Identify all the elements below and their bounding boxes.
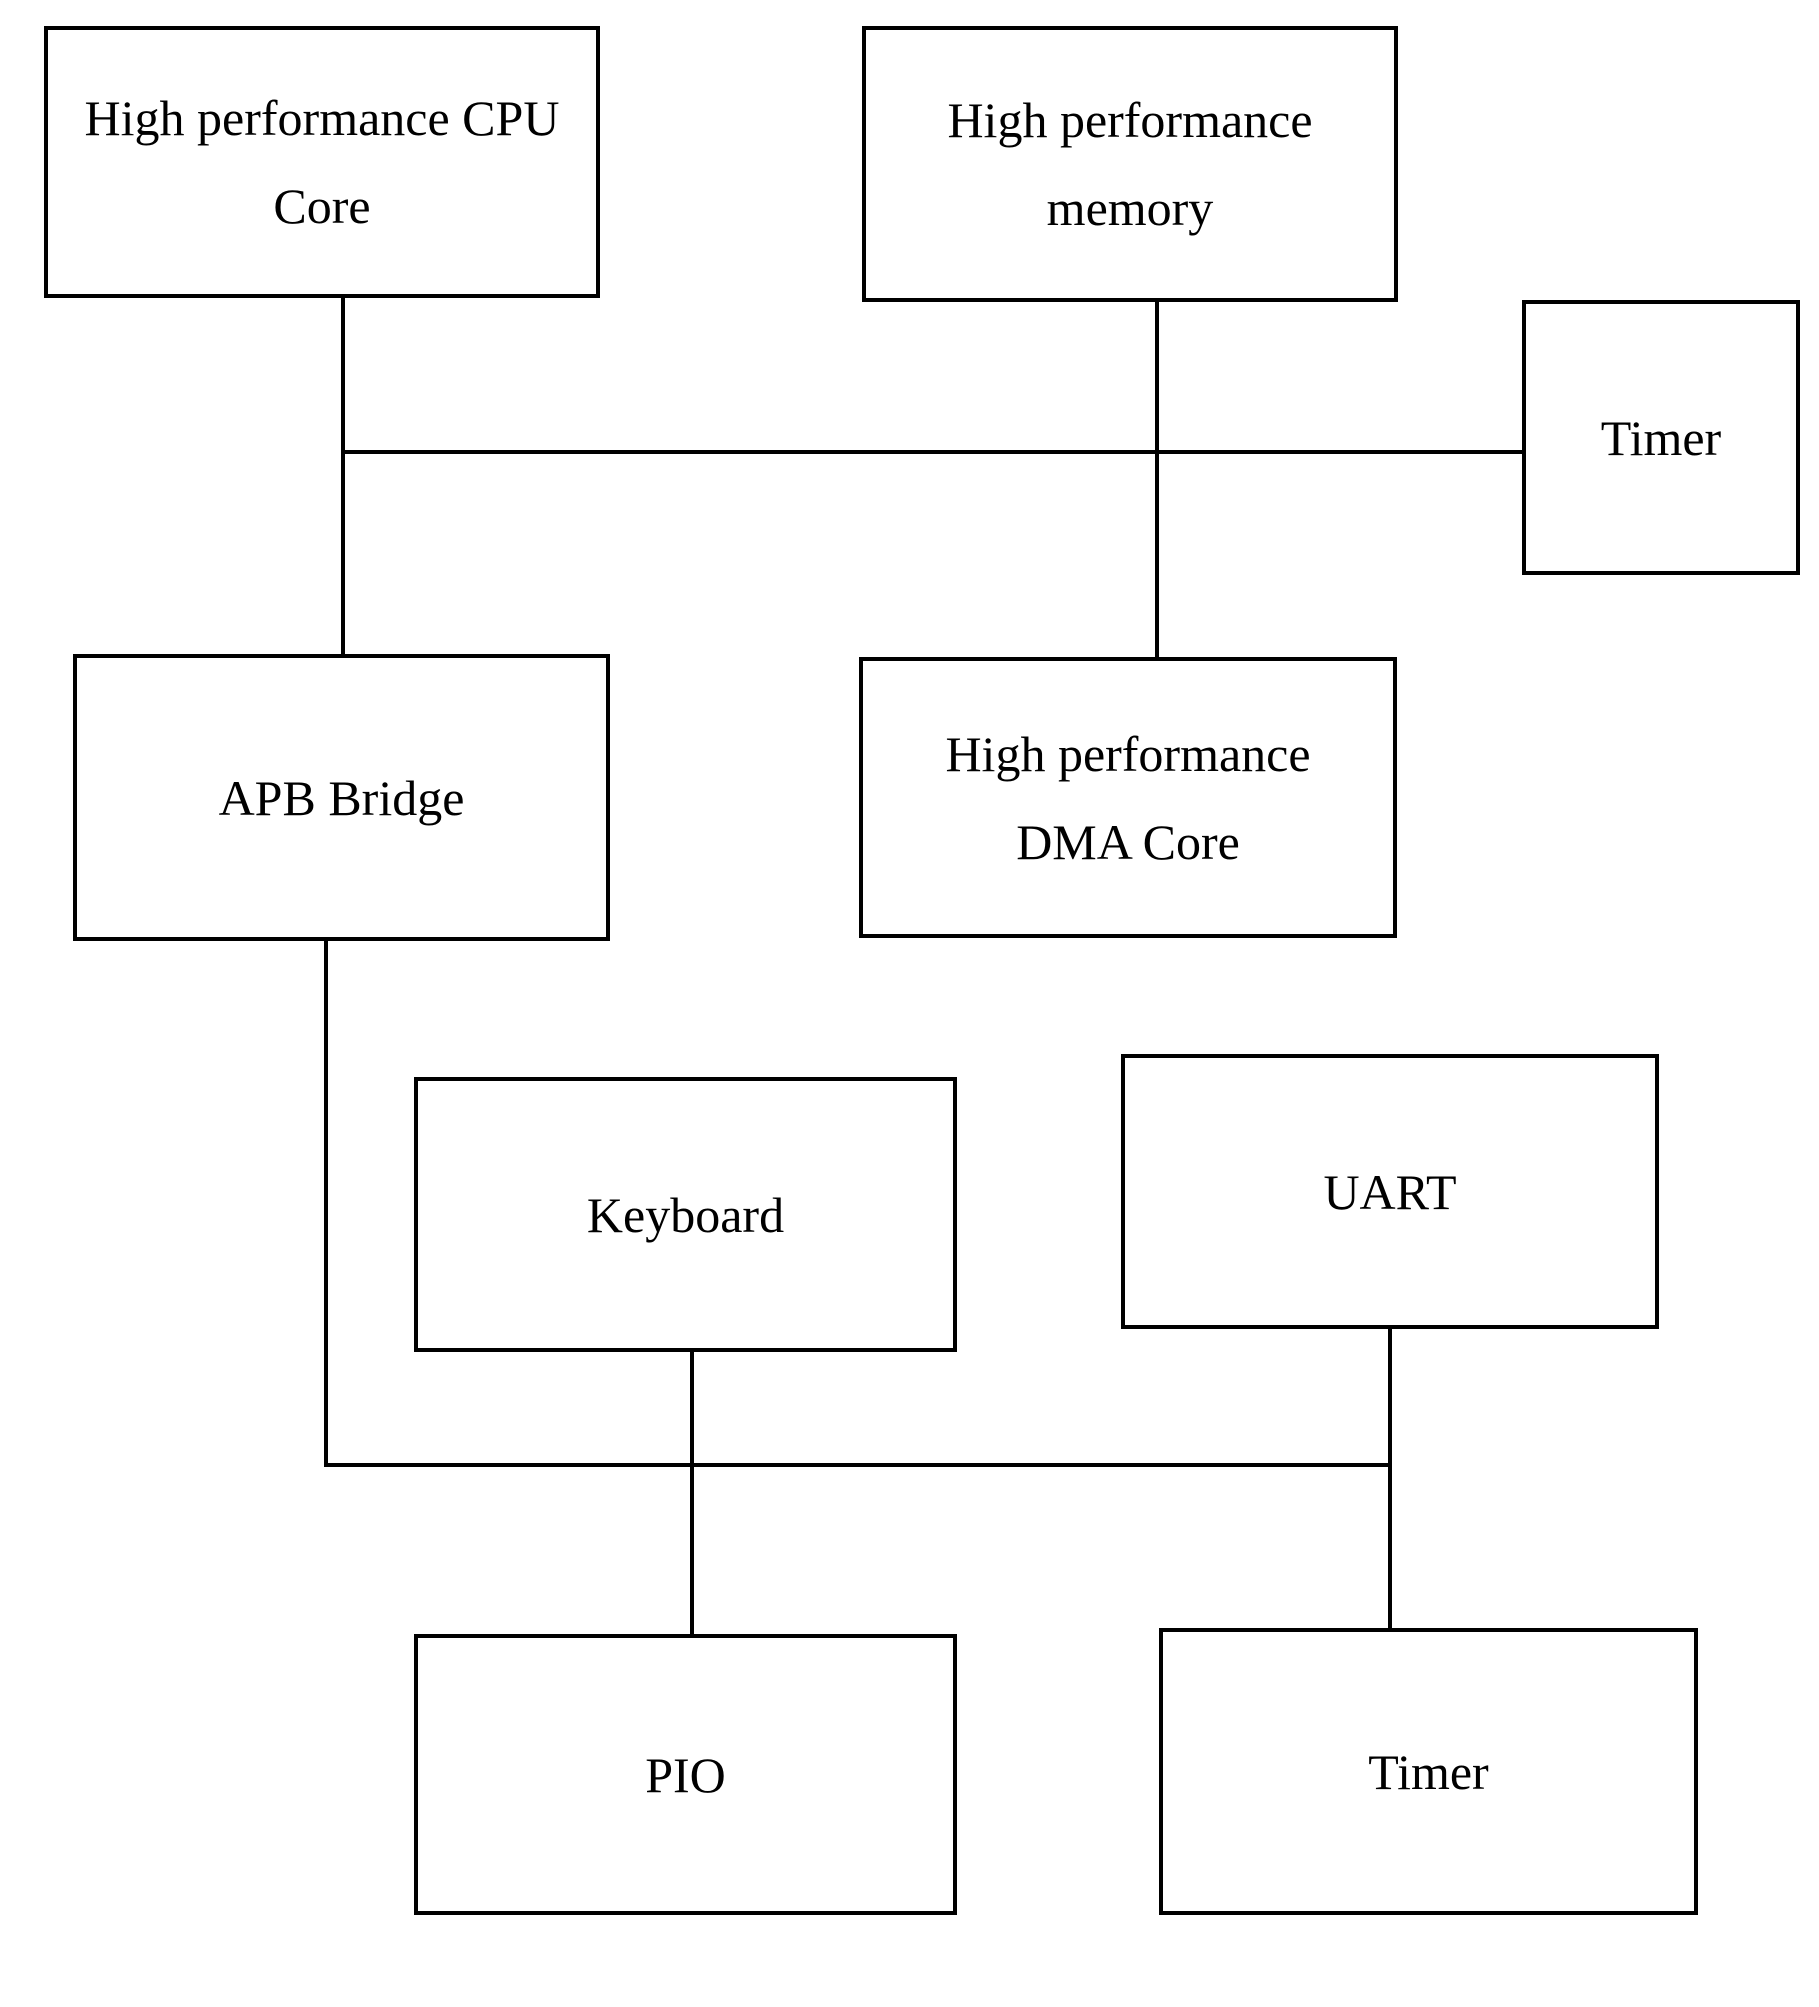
node-cpu-core-label-line2: Core: [273, 178, 371, 234]
edge-cpu-to-apb-bridge: [341, 294, 345, 658]
node-apb-bridge-label: APB Bridge: [218, 769, 465, 826]
node-timer-bottom-label: Timer: [1368, 1743, 1489, 1800]
edge-keyboard-to-pio: [690, 1348, 694, 1636]
edge-uart-to-timer: [1388, 1325, 1392, 1630]
node-apb-bridge: APB Bridge: [73, 654, 610, 941]
node-timer-top: Timer: [1522, 300, 1800, 575]
node-uart-label: UART: [1323, 1163, 1457, 1220]
node-cpu-core-label-line1: High performance CPU: [84, 90, 560, 146]
node-cpu-core: High performance CPU Core: [44, 26, 600, 298]
node-memory-label-line1: High performance: [947, 92, 1313, 148]
edge-memory-to-dma: [1155, 298, 1159, 659]
system-bus-line: [341, 450, 1524, 454]
peripheral-bus-line: [324, 1463, 1392, 1467]
node-dma-core-label-line2: DMA Core: [1016, 813, 1240, 870]
node-keyboard: Keyboard: [414, 1077, 957, 1352]
node-memory: High performance memory: [862, 26, 1398, 302]
node-dma-core: High performance DMA Core: [859, 657, 1397, 938]
edge-apb-bridge-to-peripheral-bus: [324, 937, 328, 1467]
node-timer-top-label: Timer: [1600, 409, 1722, 466]
node-pio: PIO: [414, 1634, 957, 1915]
node-uart: UART: [1121, 1054, 1659, 1329]
node-dma-core-label-line1: High performance: [945, 725, 1311, 782]
node-pio-label: PIO: [645, 1746, 726, 1803]
node-keyboard-label: Keyboard: [586, 1186, 785, 1243]
node-timer-bottom: Timer: [1159, 1628, 1698, 1915]
node-memory-label-line2: memory: [1046, 180, 1214, 236]
